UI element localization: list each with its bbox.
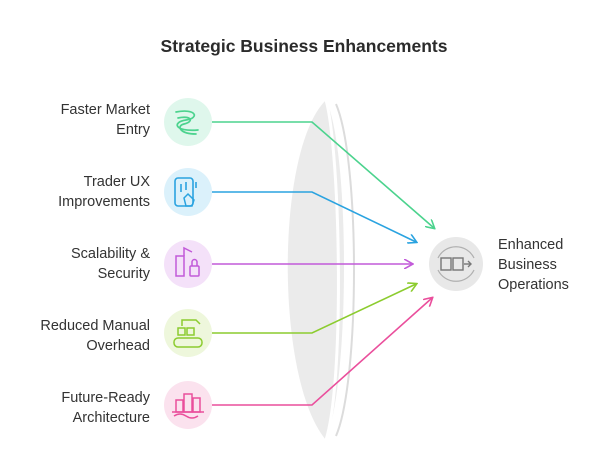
arrow-reduced-overhead: [212, 284, 416, 334]
label-scalability-security: Scalability & Security: [0, 244, 150, 284]
label-line: Trader UX: [83, 174, 150, 190]
label-trader-ux: Trader UX Improvements: [0, 172, 150, 212]
label-line: Reduced Manual: [40, 318, 150, 334]
lens-shape: [287, 99, 355, 441]
secure-buildings-icon: [164, 240, 212, 288]
arrow-trader-ux: [212, 191, 416, 242]
label-line: Improvements: [58, 194, 150, 210]
label-faster-market-entry: Faster Market Entry: [0, 100, 150, 140]
label-reduced-overhead: Reduced Manual Overhead: [0, 316, 150, 356]
robot-conveyor-icon: [164, 309, 212, 357]
label-line: Faster Market: [60, 102, 150, 118]
label-line: Scalability &: [71, 246, 150, 262]
label-line: Future-Ready: [61, 390, 150, 406]
output-line: Operations: [498, 277, 569, 293]
arrow-faster-market-entry: [212, 121, 434, 228]
diagram-title: Strategic Business Enhancements: [160, 36, 448, 56]
label-line: Overhead: [86, 338, 150, 354]
output-label: Enhanced Business Operations: [498, 235, 598, 295]
label-line: Architecture: [72, 410, 150, 426]
output-line: Enhanced: [498, 237, 564, 253]
label-future-ready: Future-Ready Architecture: [0, 388, 150, 428]
winding-road-icon: [164, 98, 212, 146]
output-line: Business: [498, 257, 557, 273]
arrow-future-ready: [212, 298, 432, 406]
touch-device-icon: [164, 168, 212, 216]
label-line: Entry: [116, 122, 150, 138]
label-line: Security: [97, 266, 150, 282]
architecture-buildings-icon: [164, 381, 212, 429]
process-flow-icon: [429, 237, 483, 291]
